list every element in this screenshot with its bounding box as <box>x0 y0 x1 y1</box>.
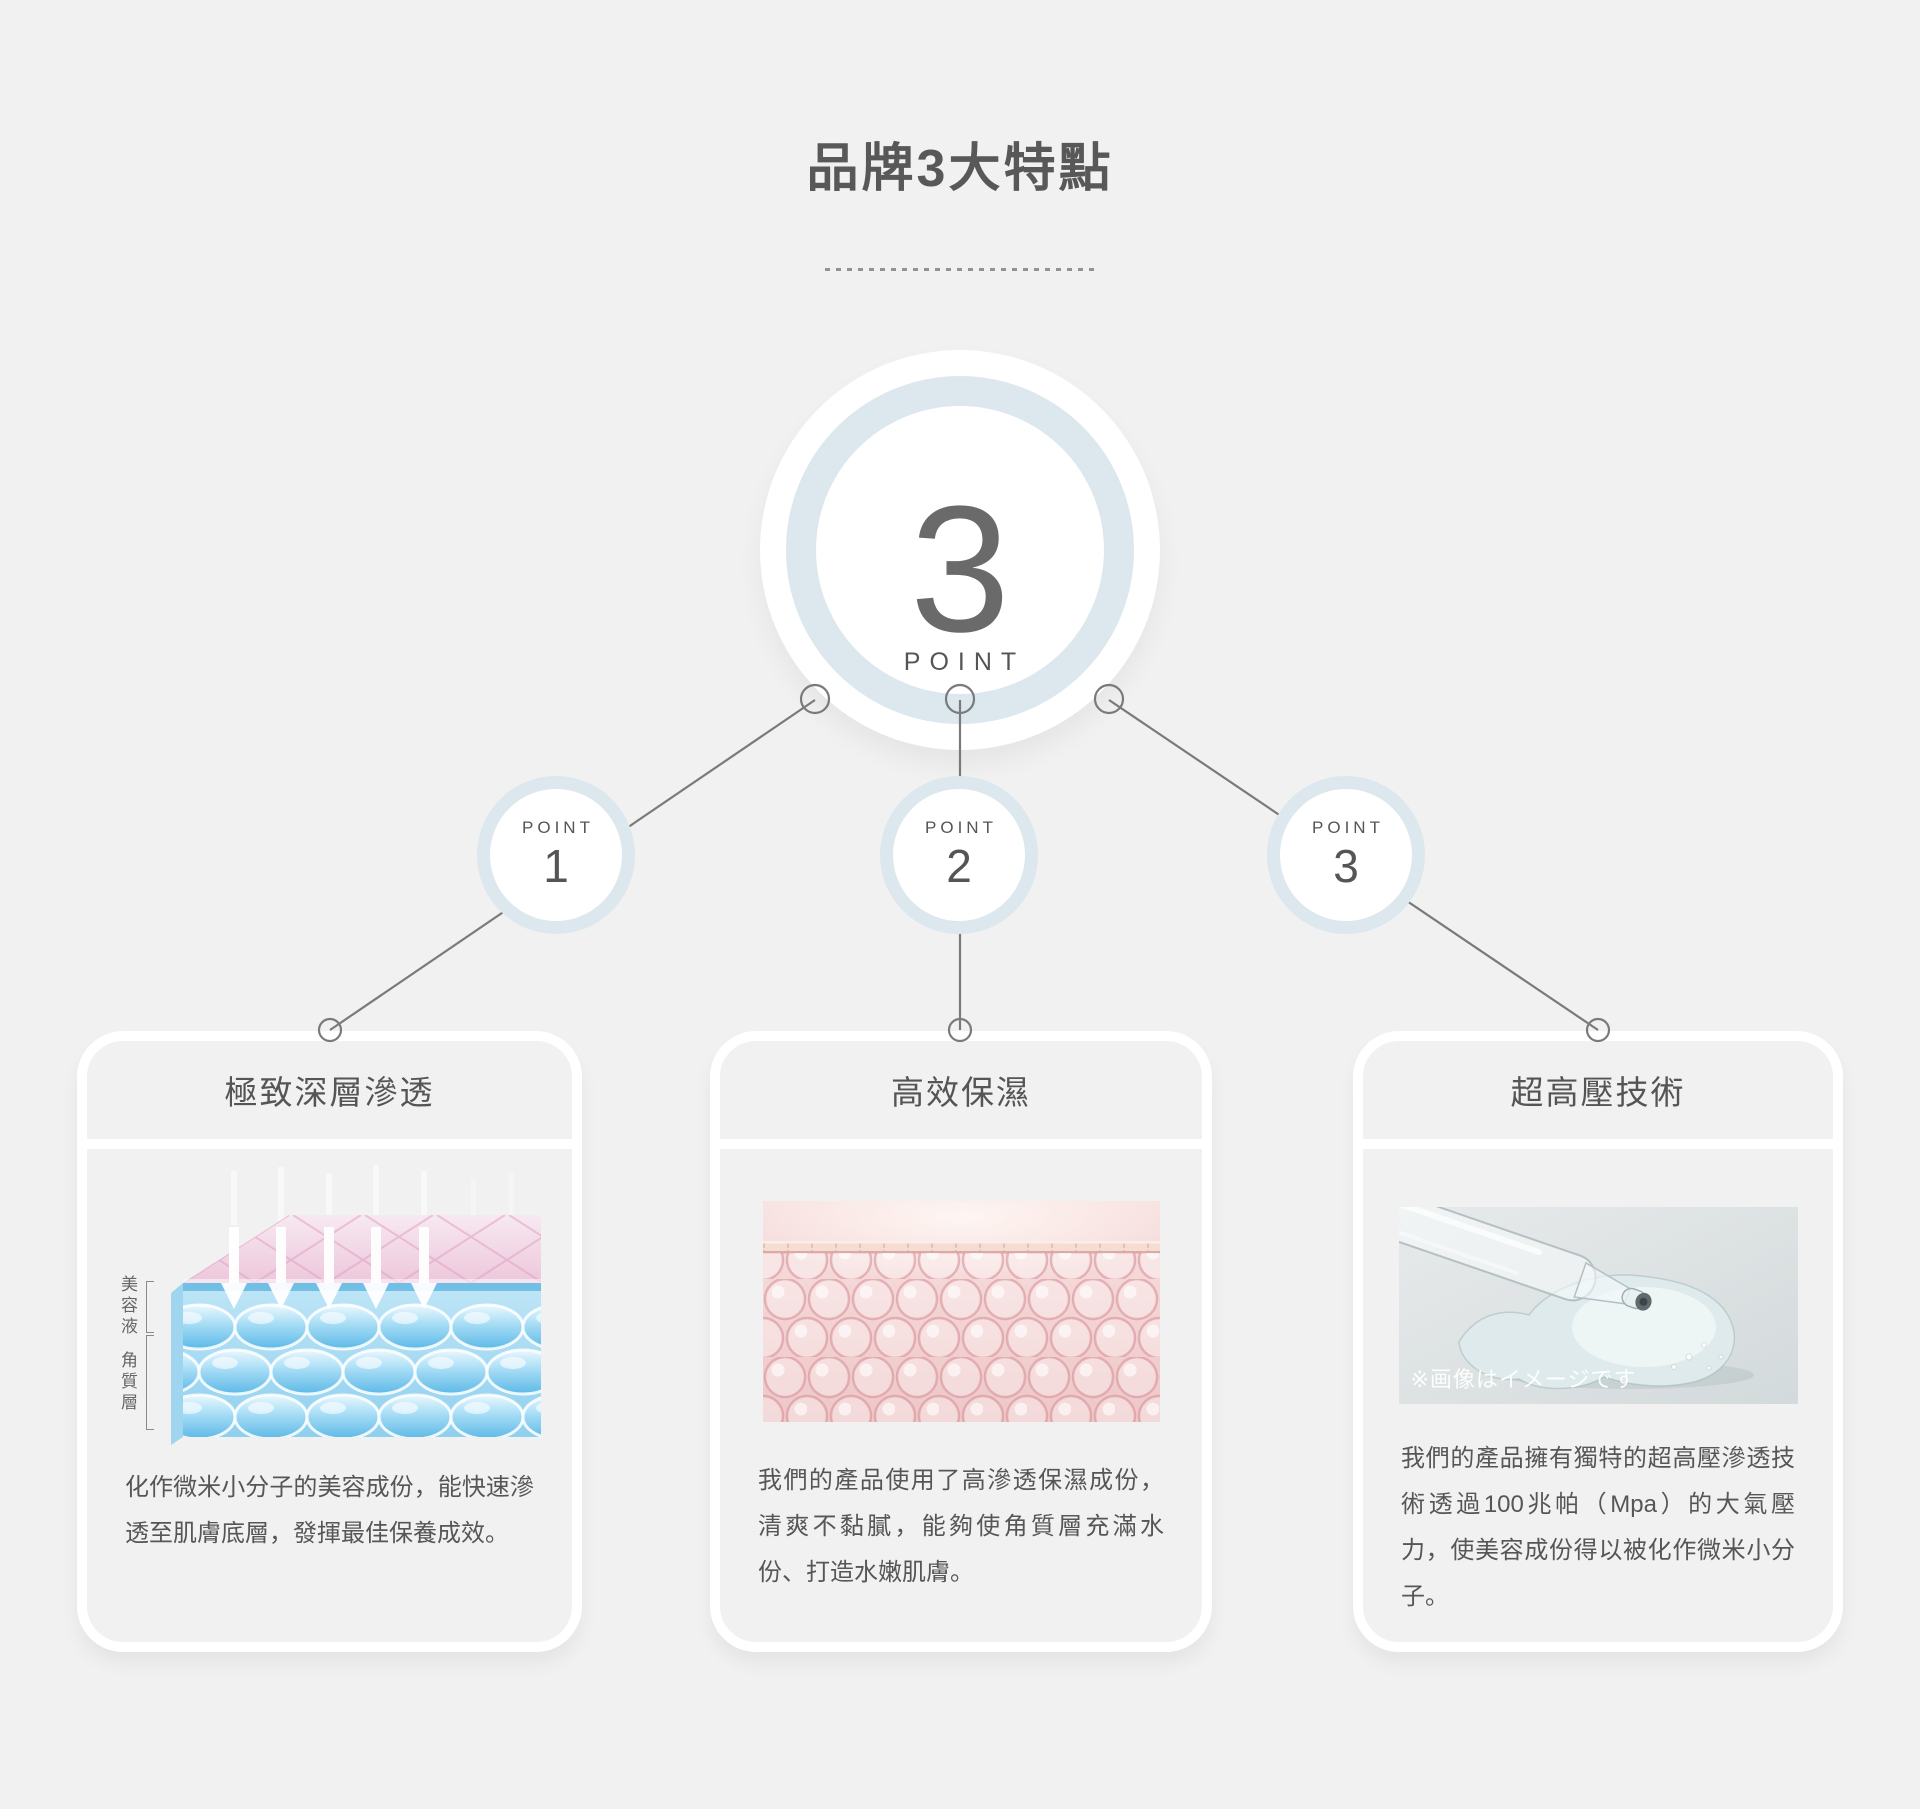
feature-card-2: 高效保濕 <box>710 1031 1212 1652</box>
skin-layer-label-serum: 美容液 <box>115 1275 154 1338</box>
card-body: ※画像はイメージです 我們的產品擁有獨特的超高壓滲透技術透過100兆帕（Mpa）… <box>1363 1207 1833 1620</box>
point-label: POINT <box>522 818 594 838</box>
point-number: 2 <box>946 840 972 893</box>
card-body: 我們的產品使用了高滲透保濕成份，清爽不黏膩，能夠使角質層充滿水份、打造水嫩肌膚。 <box>720 1201 1202 1596</box>
point-label: POINT <box>1312 818 1384 838</box>
dropper-gel-photo: ※画像はイメージです <box>1398 1207 1798 1404</box>
point-circle-1: POINT 1 <box>477 776 635 934</box>
feature-card-3: 超高壓技術 <box>1353 1031 1843 1652</box>
moisture-bubbles-graphic <box>762 1201 1160 1422</box>
point-circle-3: POINT 3 <box>1267 776 1425 934</box>
card-description: 化作微米小分子的美容成份，能快速滲透至肌膚底層，發揮最佳保養成效。 <box>125 1474 534 1547</box>
skin-penetration-diagram: 美容液 角質層 <box>87 1165 572 1453</box>
feature-card-1: 極致深層滲透 美容液 角質層 <box>77 1031 582 1652</box>
hub-circle: 3 POINT <box>760 350 1160 750</box>
hub-number: 3 <box>909 469 1011 670</box>
skin-layer-label-corneum: 角質層 <box>115 1335 154 1430</box>
point-number: 3 <box>1333 840 1359 893</box>
hub-label: POINT <box>903 648 1026 676</box>
card-title: 高效保濕 <box>891 1074 1031 1111</box>
label-bracket <box>146 1280 154 1333</box>
card-header: 高效保濕 <box>720 1041 1202 1139</box>
photo-disclaimer-caption: ※画像はイメージです <box>1410 1367 1637 1392</box>
point-circle-2: POINT 2 <box>880 776 1038 934</box>
card-header-divider <box>1363 1139 1833 1149</box>
card-description: 我們的產品使用了高滲透保濕成份，清爽不黏膩，能夠使角質層充滿水份、打造水嫩肌膚。 <box>758 1467 1164 1586</box>
skin-label-text: 美容液 <box>118 1275 137 1338</box>
dropper-gel-graphic <box>1398 1207 1798 1404</box>
card-header-divider <box>87 1139 572 1149</box>
section-title: 品牌3大特點 <box>806 140 1114 198</box>
label-bracket <box>146 1335 154 1430</box>
card-body: 美容液 角質層 <box>87 1165 572 1557</box>
card-header: 極致深層滲透 <box>87 1041 572 1139</box>
card-title: 極致深層滲透 <box>224 1074 435 1111</box>
card-title: 超高壓技術 <box>1510 1074 1686 1111</box>
card-header-divider <box>720 1139 1202 1149</box>
card-header: 超高壓技術 <box>1363 1041 1833 1139</box>
point-label: POINT <box>925 818 997 838</box>
dashed-divider <box>825 268 1095 271</box>
skin-block-graphic <box>171 1165 541 1445</box>
card-description: 我們的產品擁有獨特的超高壓滲透技術透過100兆帕（Mpa）的大氣壓力，使美容成份… <box>1401 1445 1795 1610</box>
skin-label-text: 角質層 <box>118 1351 137 1414</box>
moisture-bubbles-illustration <box>762 1201 1160 1422</box>
point-number: 1 <box>543 840 569 893</box>
